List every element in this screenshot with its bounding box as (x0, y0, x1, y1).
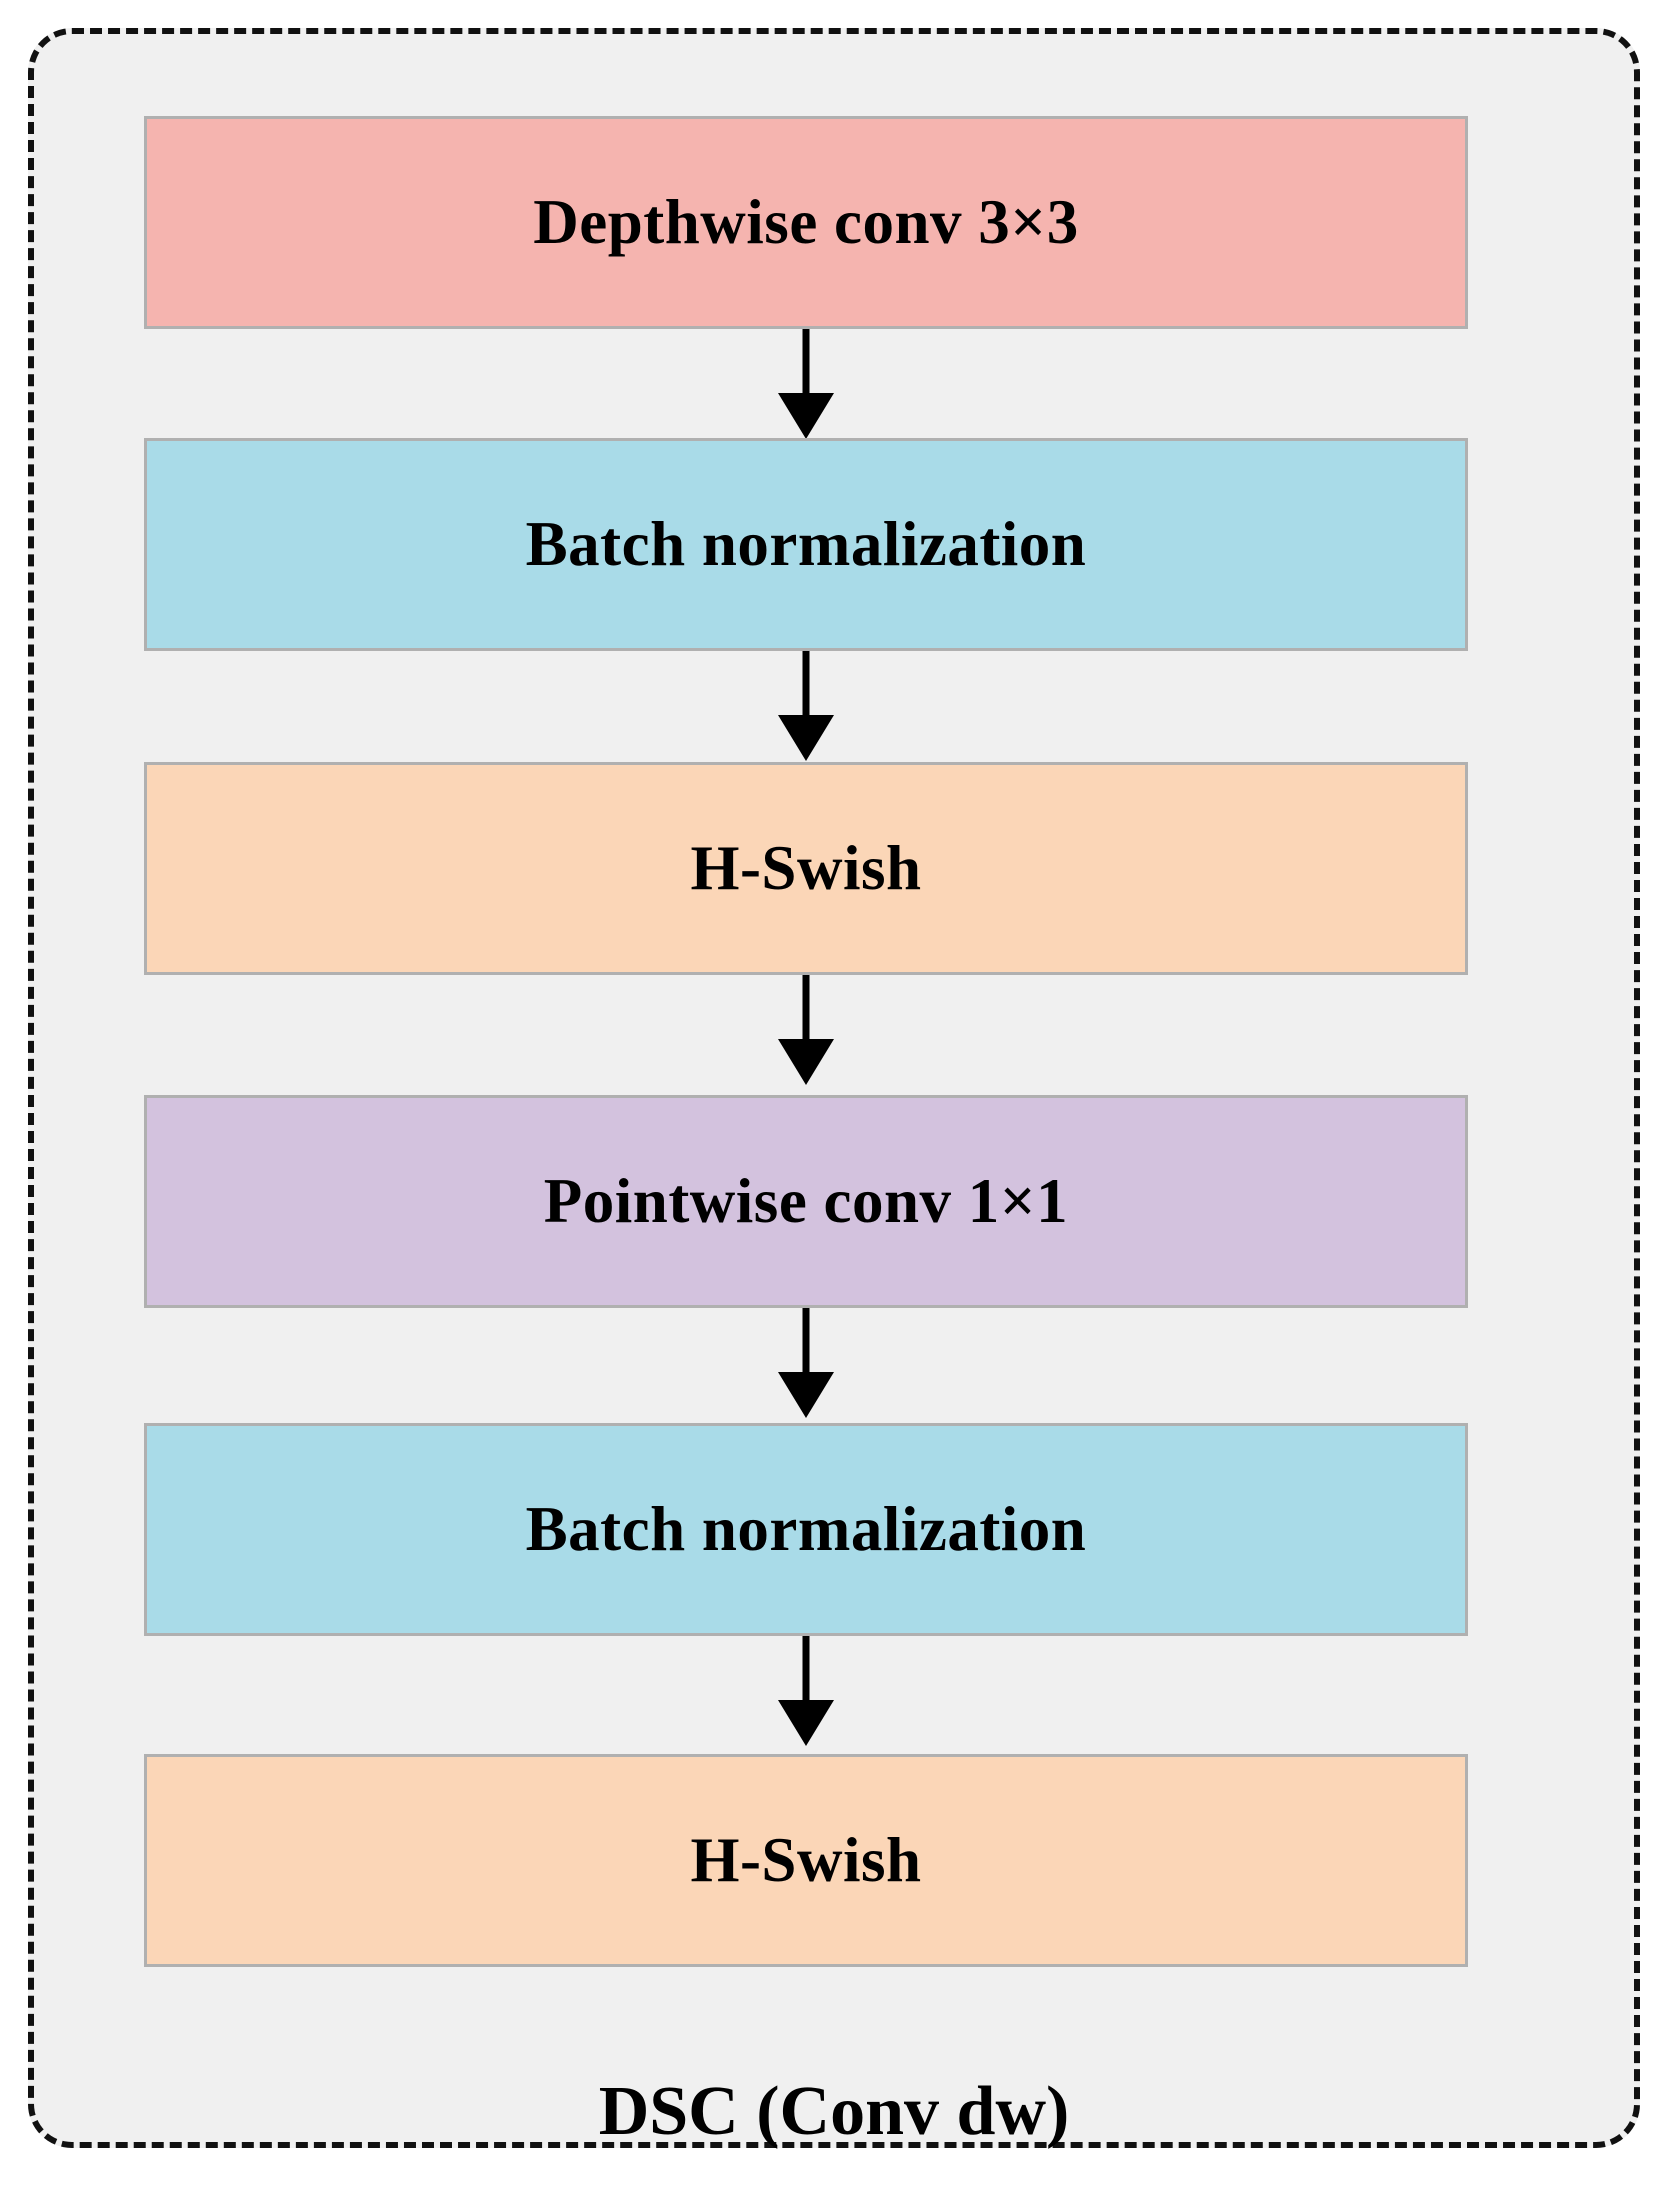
arrow-head-icon (778, 1039, 834, 1085)
arrow-shaft (802, 329, 810, 401)
connector-arrow-4 (144, 1308, 1468, 1423)
connector-arrow-2 (144, 651, 1468, 762)
node-label: H-Swish (690, 833, 922, 904)
node-label: Pointwise conv 1×1 (543, 1166, 1069, 1237)
arrow-head-icon (778, 1700, 834, 1746)
arrow-shaft (802, 651, 810, 723)
arrow-head-icon (778, 1372, 834, 1418)
node-h-swish-1[interactable]: H-Swish (144, 762, 1468, 975)
connector-arrow-3 (144, 975, 1468, 1095)
node-depthwise-conv[interactable]: Depthwise conv 3×3 (144, 116, 1468, 329)
node-pointwise-conv[interactable]: Pointwise conv 1×1 (144, 1095, 1468, 1308)
node-label: Depthwise conv 3×3 (533, 187, 1079, 258)
node-label: Batch normalization (525, 1494, 1087, 1565)
connector-arrow-5 (144, 1636, 1468, 1754)
node-batch-normalization-2[interactable]: Batch normalization (144, 1423, 1468, 1636)
arrow-head-icon (778, 715, 834, 761)
arrow-shaft (802, 975, 810, 1047)
dsc-block-container: Depthwise conv 3×3 Batch normalization H… (28, 28, 1640, 2150)
arrow-shaft (802, 1636, 810, 1708)
node-label: H-Swish (690, 1825, 922, 1896)
dsc-flow-stack: Depthwise conv 3×3 Batch normalization H… (144, 116, 1468, 1967)
node-label: Batch normalization (525, 509, 1087, 580)
node-h-swish-2[interactable]: H-Swish (144, 1754, 1468, 1967)
arrow-shaft (802, 1308, 810, 1380)
diagram-caption: DSC (Conv dw) (598, 2073, 1070, 2150)
arrow-head-icon (778, 393, 834, 439)
node-batch-normalization-1[interactable]: Batch normalization (144, 438, 1468, 651)
connector-arrow-1 (144, 329, 1468, 439)
